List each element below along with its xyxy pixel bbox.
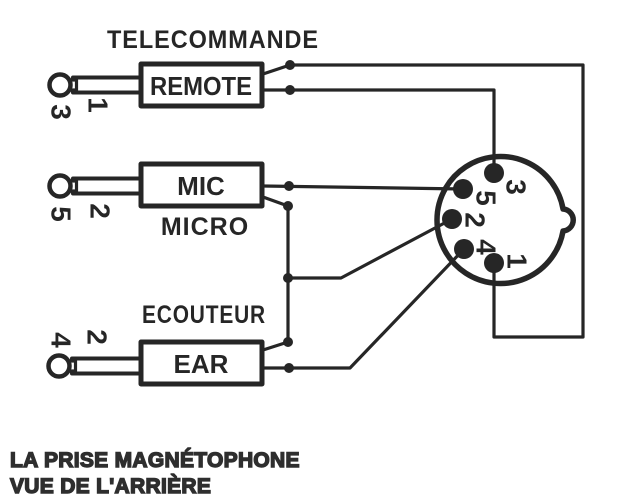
remote-title-label: TELECOMMANDE	[107, 26, 319, 54]
mic-subtitle-label: MICRO	[161, 213, 249, 241]
ear-title-label: ECOUTEUR	[142, 301, 266, 329]
din-pins: 3 5 2 4 1	[442, 163, 533, 273]
ear-sleeve-number: 2	[82, 329, 113, 345]
remote-jack: TELECOMMANDE REMOTE 3 1	[46, 26, 319, 120]
caption: LA PRISE MAGNÉTOPHONE VUE DE L'ARRIÈRE	[9, 448, 300, 498]
wire-bus-to-pin2	[286, 217, 454, 280]
din-pin-4-label: 4	[471, 239, 502, 255]
ear-box	[138, 339, 265, 387]
ear-box-label: EAR	[174, 349, 229, 379]
mic-sleeve-number: 2	[85, 203, 116, 219]
remote-box-label: REMOTE	[150, 71, 252, 101]
caption-line1: LA PRISE MAGNÉTOPHONE	[10, 449, 300, 472]
din-pin-1	[484, 253, 504, 273]
caption-line2: VUE DE L'ARRIÈRE	[10, 475, 211, 498]
wire-mic-sleeve-bus-to-ear	[261, 195, 290, 352]
din-pin-1-label: 1	[502, 253, 533, 269]
din-pin-3-label: 3	[501, 179, 532, 195]
remote-box	[138, 61, 265, 109]
ear-plug-shaft	[70, 356, 143, 376]
remote-sleeve-number: 1	[83, 97, 114, 113]
junction-dot	[284, 363, 294, 373]
remote-plug-shaft	[71, 75, 143, 95]
wires	[261, 60, 585, 373]
junction-dot	[283, 201, 293, 211]
din-pin-5-label: 5	[471, 190, 502, 206]
mic-box-label: MIC	[177, 171, 225, 201]
mic-box	[138, 161, 265, 209]
mic-plug-shaft	[71, 176, 143, 196]
junction-dot	[283, 273, 293, 283]
ear-jack: ECOUTEUR EAR 4 2	[46, 301, 266, 387]
junction-dot	[283, 337, 293, 347]
din-pin-2	[442, 209, 462, 229]
junction-dot	[284, 181, 294, 191]
ear-plug-tip	[46, 353, 72, 379]
wire-remote-tip-to-pin3	[261, 88, 496, 175]
din-pin-5	[453, 179, 473, 199]
remote-plug-tip	[47, 72, 73, 98]
din-pin-4	[454, 239, 474, 259]
din-pin-2-label: 2	[460, 212, 491, 228]
mic-jack: MIC MICRO 5 2	[46, 161, 265, 241]
remote-tip-number: 3	[46, 104, 77, 120]
ear-tip-number: 4	[46, 332, 77, 348]
mic-plug-tip	[47, 173, 73, 199]
wire-mic-tip-to-pin5	[261, 184, 465, 191]
junction-dot	[285, 60, 295, 70]
mic-tip-number: 5	[46, 206, 77, 222]
din-pin-3	[484, 163, 504, 183]
junction-dot	[285, 85, 295, 95]
